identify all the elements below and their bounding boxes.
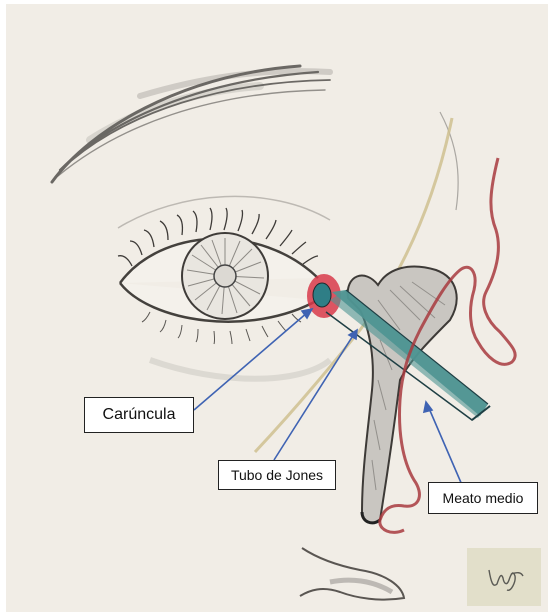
pupil (214, 265, 236, 287)
caruncula-label: Carúncula (84, 397, 194, 433)
artist-signature (467, 548, 541, 606)
signature-scribble-icon (467, 548, 541, 606)
caruncle (307, 274, 341, 318)
tubo-de-jones-label: Tubo de Jones (218, 460, 336, 490)
meato-medio-label: Meato medio (428, 482, 538, 514)
